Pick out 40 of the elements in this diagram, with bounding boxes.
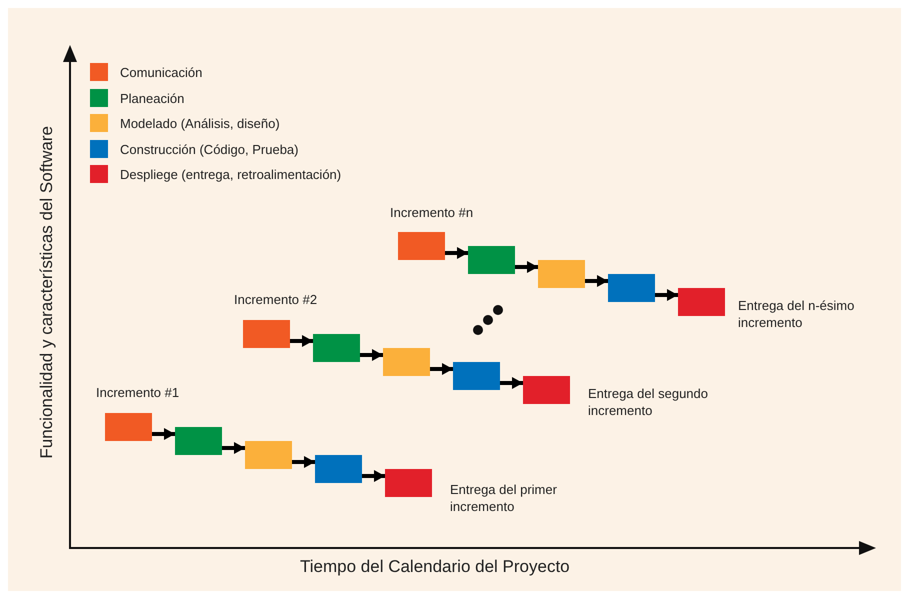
- phase-box: [105, 413, 152, 441]
- phase-box: [245, 441, 292, 469]
- phase-box: [175, 427, 222, 455]
- arrow: [430, 363, 453, 375]
- phase-box: [453, 362, 500, 390]
- increment-heading: Incremento #1: [96, 384, 180, 401]
- arrow: [362, 470, 385, 482]
- legend-label: Planeación: [120, 90, 184, 106]
- arrow: [152, 428, 175, 440]
- arrow: [585, 275, 608, 287]
- arrow: [222, 442, 245, 454]
- axis-title: Tiempo del Calendario del Proyecto: [300, 558, 570, 575]
- legend-label: Modelado (Análisis, diseño): [120, 115, 280, 132]
- phase-box: [243, 320, 290, 348]
- arrow: [292, 456, 315, 468]
- delivery-note: Entrega del segundo incremento: [588, 385, 709, 419]
- phase-box: [315, 455, 362, 483]
- legend-label: Comunicación: [120, 64, 202, 81]
- delivery-note: Entrega del primer incremento: [450, 481, 558, 515]
- phase-box: [538, 260, 585, 288]
- phase-box: [313, 334, 360, 362]
- arrow: [445, 247, 468, 259]
- legend-label: Despliege (entrega, retroalimentación): [120, 166, 342, 183]
- legend-label: Construcción (Código, Prueba): [120, 140, 298, 158]
- arrow: [500, 377, 523, 389]
- phase-box: [398, 232, 445, 260]
- increment-heading: Incremento #n: [390, 204, 474, 221]
- phase-box: [608, 274, 655, 302]
- axis-title: Funcionalidad y características del Software: [38, 126, 55, 459]
- increment-heading: Incremento #2: [234, 291, 318, 308]
- phase-box: [678, 288, 725, 316]
- arrow: [290, 335, 313, 347]
- phase-box: [523, 376, 570, 404]
- phase-box: [385, 469, 432, 497]
- arrow: [515, 261, 538, 273]
- arrow: [360, 349, 383, 361]
- arrow: [655, 289, 678, 301]
- phase-box: [468, 246, 515, 274]
- phase-box: [383, 348, 430, 376]
- delivery-note: Entrega del n-ésimo incremento: [738, 297, 856, 331]
